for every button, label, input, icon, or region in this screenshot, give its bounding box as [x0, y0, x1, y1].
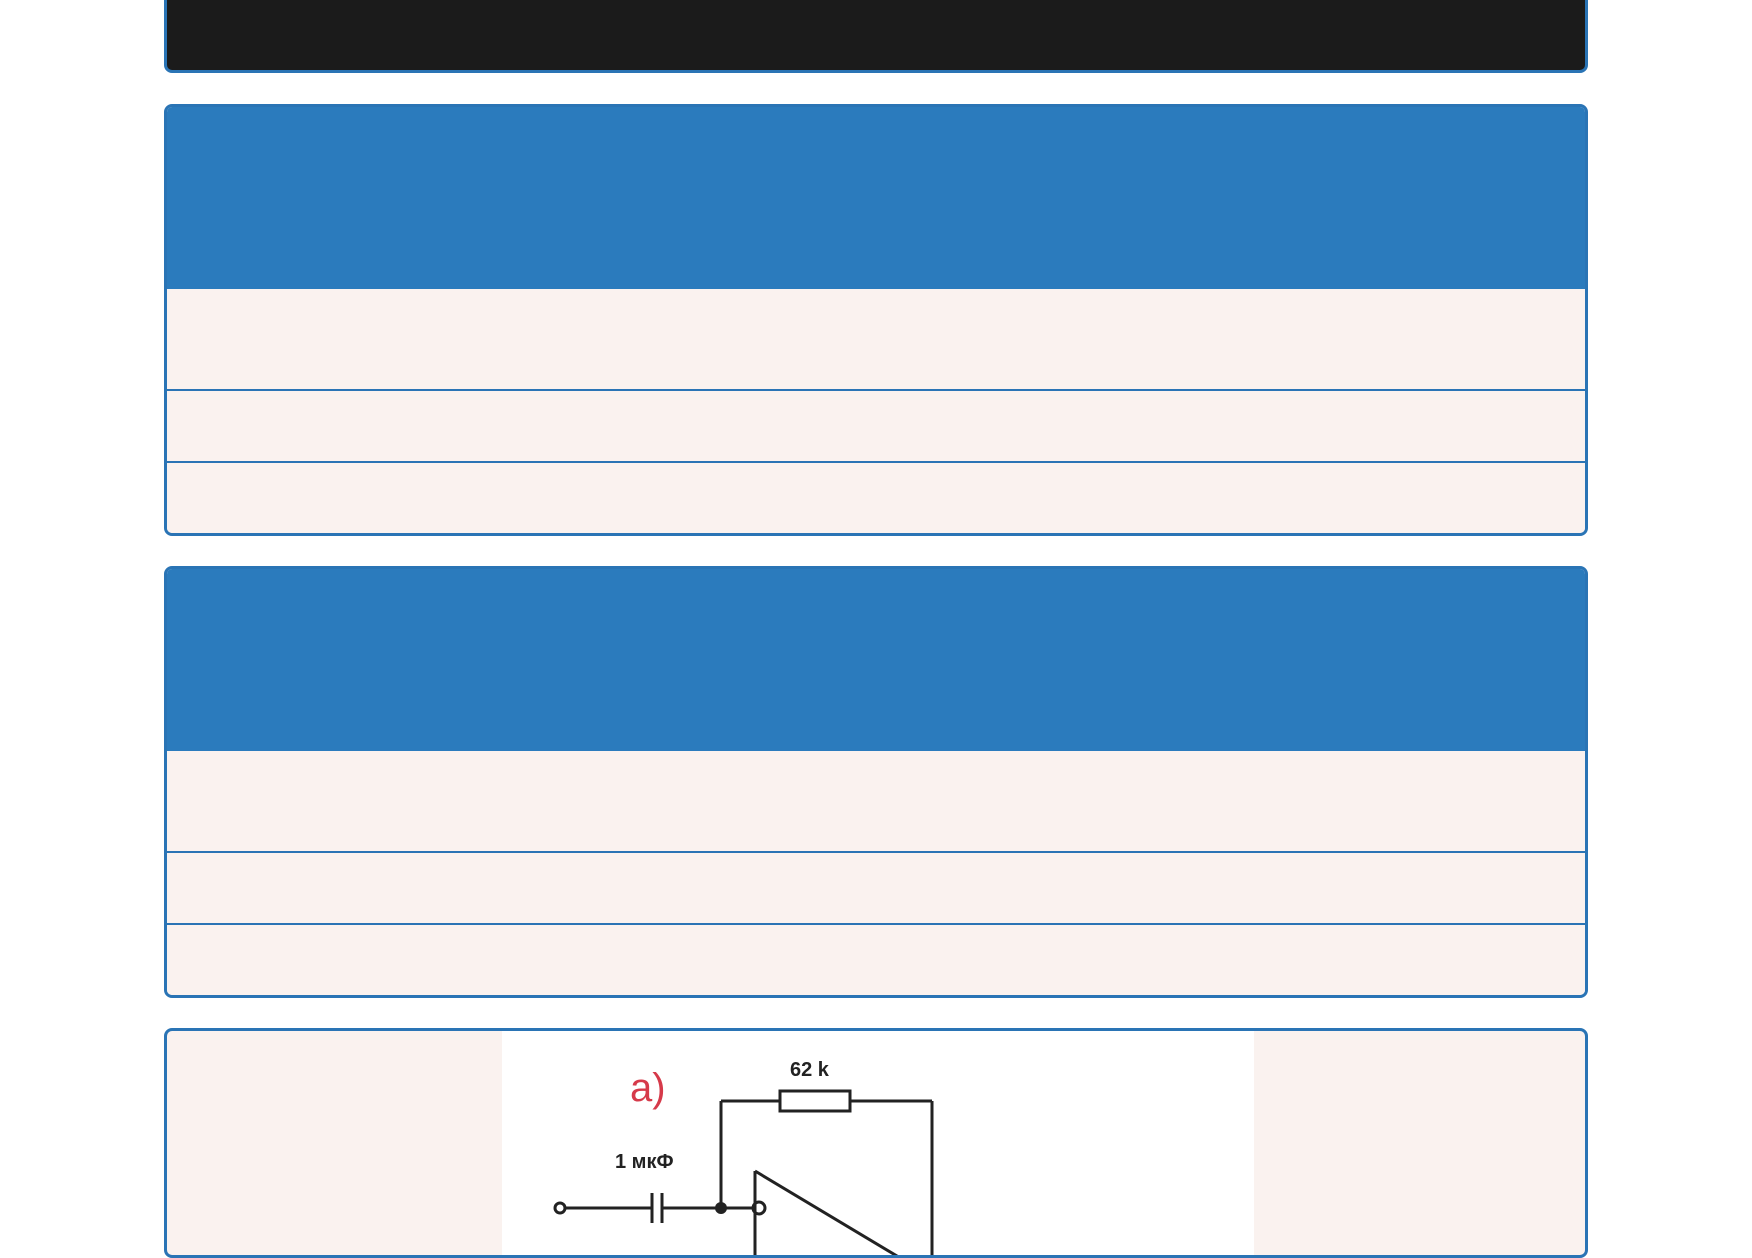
panel-1-row-3: [167, 461, 1585, 533]
panel-2-header: [167, 569, 1585, 751]
panel-2-row-3: [167, 923, 1585, 995]
resistor-label: 62 k: [790, 1059, 830, 1081]
figure-panel: a) 62 k 1 мкФ: [164, 1028, 1588, 1258]
opamp-top-edge: [754, 1169, 899, 1255]
panel-2-row-2: [167, 851, 1585, 923]
figure-label: a): [630, 1066, 666, 1110]
panel-1-row-1: [167, 289, 1585, 389]
panel-1: [164, 104, 1588, 536]
top-bar: [164, 0, 1588, 73]
panel-2-row-1: [167, 751, 1585, 851]
circuit-figure: a) 62 k 1 мкФ: [502, 1031, 1254, 1255]
input-terminal-icon: [553, 1201, 567, 1215]
circuit-diagram: a) 62 k 1 мкФ: [553, 1059, 934, 1255]
panel-1-row-2: [167, 389, 1585, 461]
resistor-icon: [778, 1089, 852, 1113]
capacitor-label: 1 мкФ: [615, 1151, 674, 1173]
panel-2: [164, 566, 1588, 998]
panel-1-header: [167, 107, 1585, 289]
